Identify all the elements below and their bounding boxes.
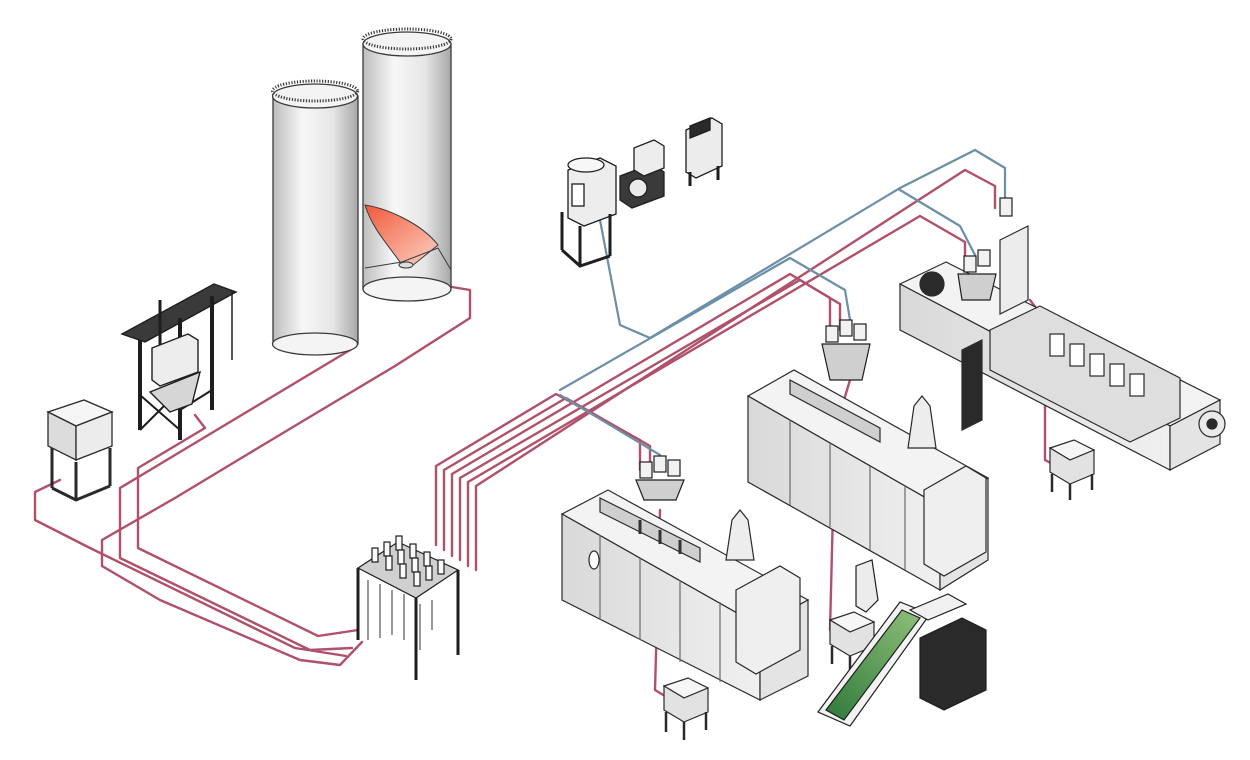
vacuum-line xyxy=(558,256,852,392)
injection-molding-machine-middle xyxy=(746,369,990,592)
barrel xyxy=(789,379,881,443)
hopper-tower xyxy=(999,225,1029,315)
heater-blocks xyxy=(1049,333,1145,397)
hopper-loader-cluster-large xyxy=(957,197,1013,301)
storage-silo-right xyxy=(361,27,453,302)
bin-body xyxy=(663,684,709,723)
loader xyxy=(667,459,681,477)
material-line xyxy=(136,413,360,638)
loader xyxy=(853,323,867,341)
loader xyxy=(639,461,653,479)
material-line xyxy=(474,168,997,572)
bin-side xyxy=(75,411,113,461)
mould-clamp xyxy=(735,565,801,675)
vacuum-pump xyxy=(619,139,665,209)
material-line xyxy=(450,272,832,558)
pump-fan xyxy=(628,178,648,198)
barrel xyxy=(599,497,701,563)
manifold-couplings xyxy=(371,535,445,587)
mould-clamp xyxy=(923,465,987,577)
silo-top-rail xyxy=(361,27,453,51)
loader xyxy=(999,197,1013,217)
injection-molding-machine-front xyxy=(560,489,810,701)
silo-bottom xyxy=(271,332,359,356)
manifold-hoses xyxy=(367,580,433,650)
manifold-frame xyxy=(356,568,460,680)
loader xyxy=(653,455,667,473)
material-line xyxy=(458,278,842,562)
injection-molding-machine-large xyxy=(898,225,1226,471)
silo-top-ring xyxy=(362,31,452,57)
regrind-bin-front xyxy=(662,677,710,740)
granulator-body xyxy=(919,617,987,711)
vacuum-line xyxy=(898,188,977,257)
silo-top-ring xyxy=(271,83,359,109)
silo-material-cone xyxy=(364,204,439,267)
panel-legs xyxy=(688,166,720,186)
silo-top-rail xyxy=(271,79,359,103)
frame-top-rail xyxy=(120,283,238,343)
loader-base xyxy=(635,479,685,501)
vacuum-line xyxy=(598,148,1007,340)
silo-hopper-cone xyxy=(364,247,452,271)
material-line xyxy=(33,478,348,658)
material-bin xyxy=(46,399,114,502)
machine-panels xyxy=(599,535,721,682)
storage-silo-left xyxy=(271,79,359,356)
regrind-bin-large xyxy=(1048,439,1096,500)
material-line xyxy=(434,392,642,547)
granulator-hopper xyxy=(908,593,968,621)
motor xyxy=(919,271,945,297)
selection-manifold-station xyxy=(356,535,460,680)
bin-legs xyxy=(1050,474,1094,500)
loader xyxy=(825,325,839,343)
loader xyxy=(839,319,853,337)
regrind-bin-middle xyxy=(828,611,876,672)
dust-collector xyxy=(560,157,617,268)
nozzle-cone xyxy=(907,395,937,449)
nozzle-cone xyxy=(725,509,755,561)
loader-base xyxy=(821,343,871,381)
material-line xyxy=(466,214,967,568)
bin-body xyxy=(1049,446,1095,485)
hopper-loader-cluster-middle xyxy=(821,319,871,381)
collector-housing xyxy=(567,157,617,227)
conveyor-belt xyxy=(825,609,921,721)
silo-bottom xyxy=(362,276,452,302)
granulator-conveyor xyxy=(817,559,987,727)
bin-legs xyxy=(664,712,708,740)
clamp-unit xyxy=(989,305,1181,443)
silo-outlet xyxy=(398,261,414,269)
vacuum-lines xyxy=(558,148,1007,472)
inspection-window xyxy=(588,550,600,570)
heater-bands xyxy=(638,520,682,554)
loader xyxy=(977,249,991,267)
control-panel xyxy=(685,117,723,186)
silo-body xyxy=(272,95,359,345)
bulk-bag-unloader xyxy=(120,283,238,440)
hopper-loader-cluster-front xyxy=(635,455,685,501)
loader xyxy=(963,255,977,273)
bin-stand xyxy=(50,448,112,502)
cyclone-separator xyxy=(855,559,879,613)
bulk-bag xyxy=(151,333,199,387)
collector-stand xyxy=(560,212,612,268)
collector-door xyxy=(571,183,585,207)
loader-base xyxy=(957,273,997,301)
panel-screen xyxy=(689,117,711,139)
collector-lid xyxy=(567,157,605,173)
pump-filter xyxy=(633,139,665,177)
support-column xyxy=(961,339,983,431)
frame-brace xyxy=(139,394,181,431)
machine-panels xyxy=(789,420,906,570)
material-line xyxy=(100,278,472,667)
discharge-hopper xyxy=(148,370,202,413)
drive-hub xyxy=(1206,418,1218,430)
material-line xyxy=(118,338,354,652)
